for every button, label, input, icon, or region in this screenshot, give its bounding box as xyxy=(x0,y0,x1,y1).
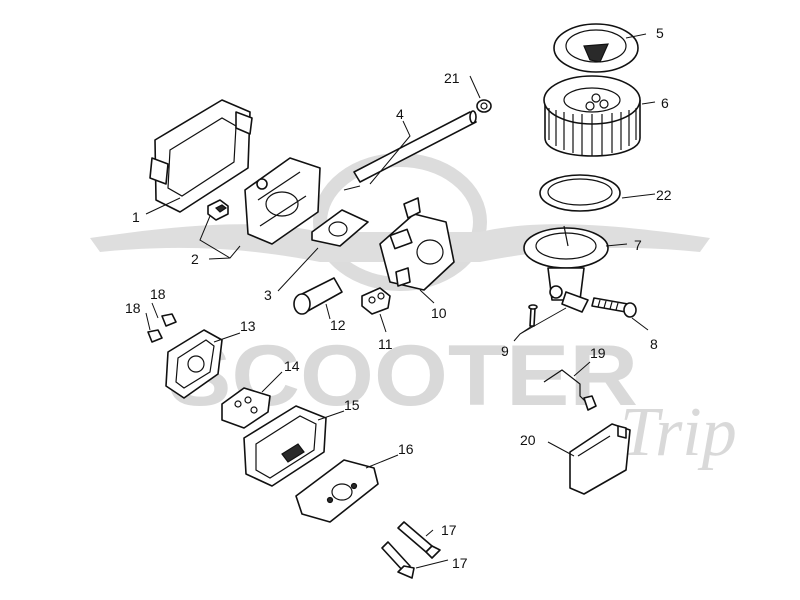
part-2-bushings xyxy=(207,199,229,221)
part-7-filter-base xyxy=(523,225,609,313)
part-1-gasket-frame xyxy=(149,99,253,213)
part-5-filter-cover xyxy=(553,23,639,73)
part-19-spring-clip xyxy=(543,369,597,411)
callout-14: 14 xyxy=(284,358,300,374)
part-21-oring xyxy=(476,99,492,113)
callout-11: 11 xyxy=(378,336,393,352)
part-8-screw xyxy=(591,297,637,318)
part-20-bracket xyxy=(569,423,631,495)
callout-17a: 17 xyxy=(441,522,457,538)
callout-9: 9 xyxy=(501,343,509,359)
watermark-script: Trip xyxy=(620,394,737,471)
callout-17b: 17 xyxy=(452,555,468,571)
part-3-gasket xyxy=(311,209,369,247)
part-9-screw xyxy=(528,304,538,327)
callout-6: 6 xyxy=(661,95,669,111)
callout-18b: 18 xyxy=(125,300,141,316)
callout-labels: 1 2 3 4 5 6 7 8 9 10 11 12 13 14 15 16 1… xyxy=(125,25,672,571)
part-22-ring-seal xyxy=(539,174,621,212)
part-4-tube xyxy=(353,110,477,183)
callout-19: 19 xyxy=(590,345,606,361)
callout-10: 10 xyxy=(431,305,447,321)
callout-8: 8 xyxy=(650,336,658,352)
leader-lines xyxy=(145,33,656,569)
part-11-grommet xyxy=(361,287,391,315)
part-16-muffler-gasket xyxy=(295,459,379,523)
callout-7: 7 xyxy=(634,237,642,253)
callout-21: 21 xyxy=(444,70,460,86)
callout-22: 22 xyxy=(656,187,672,203)
part-18-nuts xyxy=(147,313,177,343)
part-carb-adapter xyxy=(244,157,321,245)
part-14-catalyst xyxy=(221,387,271,429)
part-12-duct xyxy=(293,277,343,315)
part-17-bolts xyxy=(381,521,441,579)
callout-18a: 18 xyxy=(150,286,166,302)
callout-20: 20 xyxy=(520,432,536,448)
callout-13: 13 xyxy=(240,318,256,334)
callout-12: 12 xyxy=(330,317,346,333)
part-15-muffler xyxy=(243,405,327,487)
callout-16: 16 xyxy=(398,441,414,457)
callout-1: 1 xyxy=(132,209,140,225)
callout-3: 3 xyxy=(264,287,272,303)
callout-2: 2 xyxy=(191,251,199,267)
callout-5: 5 xyxy=(656,25,664,41)
callout-15: 15 xyxy=(344,397,360,413)
callout-4: 4 xyxy=(396,106,404,122)
part-10-carburetor xyxy=(379,197,455,291)
part-6-air-filter xyxy=(543,75,641,157)
part-13-shield xyxy=(165,329,223,399)
